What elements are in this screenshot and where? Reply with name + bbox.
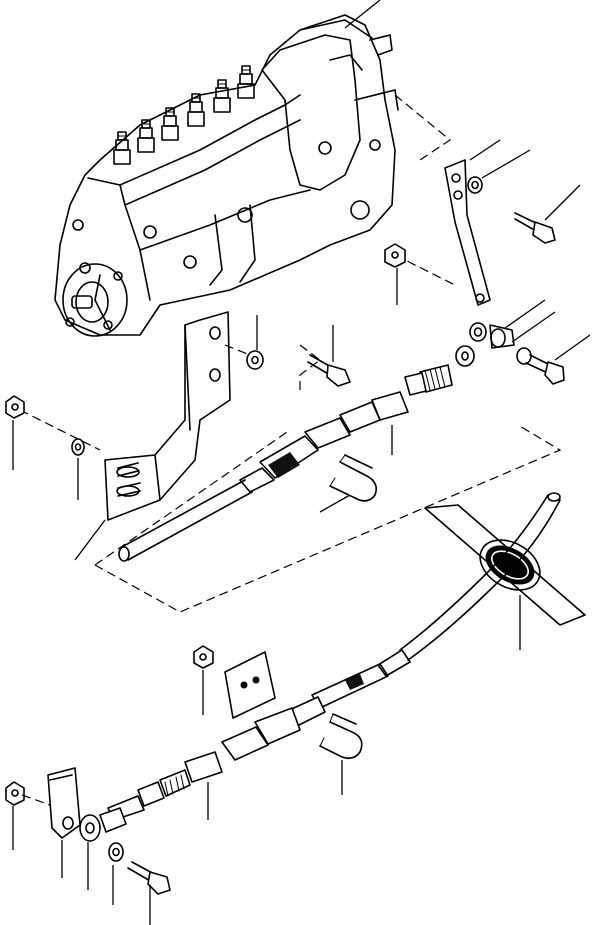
grommet-plate-icon (424, 504, 586, 650)
upper-bracket-right (444, 139, 581, 306)
upper-bracket-left (74, 311, 231, 561)
u-bolt-icon (319, 454, 378, 513)
bolt-icon (307, 325, 351, 387)
nut-icon (5, 781, 25, 850)
u-bolt-icon (319, 713, 363, 795)
delivery-valves (113, 65, 255, 165)
clevis-assembly (455, 299, 591, 385)
upper-cable (118, 364, 453, 562)
washer-icon (108, 842, 124, 905)
lower-cable (79, 492, 561, 842)
lower-clamp-plate (224, 651, 276, 719)
lever-icon (47, 767, 81, 878)
nut-icon (193, 645, 214, 715)
nut-icon (5, 395, 25, 470)
washer-icon (467, 176, 483, 194)
fuel-injection-pump-icon (54, 0, 399, 337)
nut-icon (384, 243, 406, 305)
bolt-icon (127, 861, 171, 925)
bolt-icon (514, 212, 556, 244)
washer-icon (71, 438, 85, 500)
washer-icon (246, 315, 264, 370)
